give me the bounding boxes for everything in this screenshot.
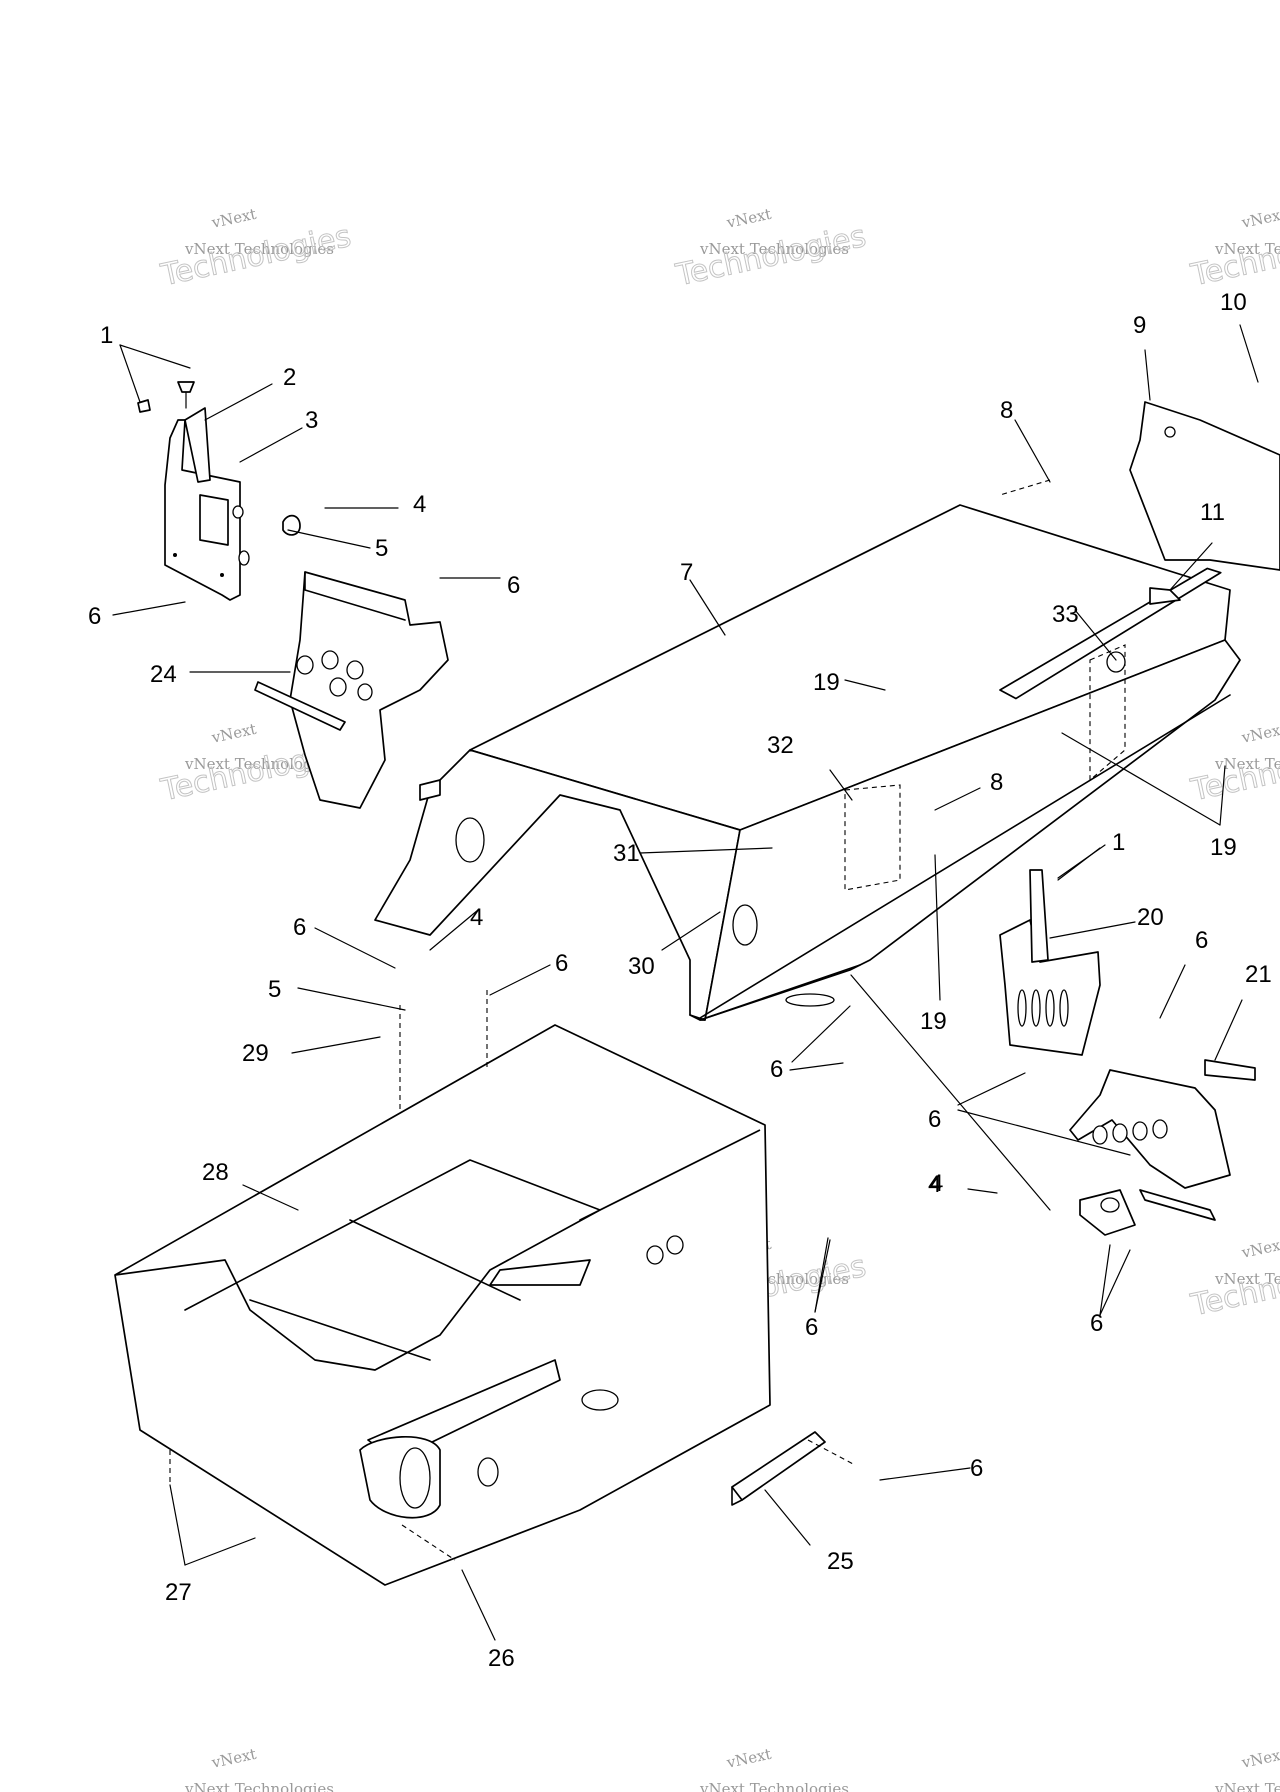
callout-20: 20 <box>1137 904 1164 931</box>
callout-6: 6 <box>1090 1310 1103 1337</box>
part-7-tunnel <box>374 504 1241 1021</box>
callout-9: 9 <box>1133 312 1146 339</box>
callout-6: 6 <box>770 1056 783 1083</box>
callout-19: 19 <box>1210 834 1237 861</box>
part-9-panel <box>1129 401 1280 605</box>
callout-6: 6 <box>88 603 101 630</box>
watermark-text: vNext <box>1239 1235 1280 1262</box>
leader-lines <box>112 324 1259 1641</box>
watermark-text: Technologies <box>1187 734 1280 809</box>
callout-8: 8 <box>1000 397 1013 424</box>
part-20-bracket <box>999 869 1101 1056</box>
callout-21: 21 <box>1245 961 1272 988</box>
callout-11: 11 <box>1200 499 1225 526</box>
callout-6: 6 <box>970 1455 983 1482</box>
callout-30: 30 <box>628 953 655 980</box>
callout-6: 6 <box>1195 927 1208 954</box>
callout-1: 1 <box>1112 829 1125 856</box>
callout-3: 3 <box>305 407 318 434</box>
callout-5: 5 <box>268 976 281 1003</box>
callout-33: 33 <box>1052 601 1079 628</box>
part-25-bar <box>731 1431 826 1506</box>
callout-24: 24 <box>150 661 177 688</box>
callout-32: 32 <box>767 732 794 759</box>
callout-4: 4 <box>928 1171 941 1198</box>
watermark-text: Technologies <box>157 219 354 294</box>
watermark-text: vNext <box>1239 720 1280 747</box>
part-21-bracket <box>1069 1059 1256 1236</box>
part-28-footrest <box>114 1024 771 1586</box>
watermark-text: vNext <box>724 205 773 232</box>
callout-8: 8 <box>990 769 1003 796</box>
upper-left-bracket <box>137 381 301 601</box>
watermark-text: Technologies <box>1187 219 1280 294</box>
watermark-text: vNext Technologies <box>1214 1270 1280 1288</box>
callout-4: 4 <box>413 491 426 518</box>
watermark-text: vNext Technologies <box>1214 1780 1280 1792</box>
watermark-text: vNext Technologies <box>184 755 334 773</box>
callout-5: 5 <box>375 535 388 562</box>
callout-25: 25 <box>827 1548 854 1575</box>
callout-26: 26 <box>488 1645 515 1672</box>
callout-19: 19 <box>813 669 840 696</box>
callout-6: 6 <box>555 950 568 977</box>
watermark-text: vNext Technologies <box>699 1780 849 1792</box>
callout-1: 1 <box>100 322 113 349</box>
callout-2: 2 <box>283 364 296 391</box>
callout-19: 19 <box>920 1008 947 1035</box>
watermark-text: vNext <box>209 720 258 747</box>
watermark-text: vNext Technologies <box>1214 755 1280 773</box>
watermark-text: Technologies <box>672 219 869 294</box>
callout-27: 27 <box>165 1579 192 1606</box>
watermark-text: Technologies <box>1187 1249 1280 1324</box>
callout-28: 28 <box>202 1159 229 1186</box>
callout-6: 6 <box>507 572 520 599</box>
watermark-text: vNext Technologies <box>184 240 334 258</box>
callout-4: 4 <box>930 1170 943 1197</box>
callout-29: 29 <box>242 1040 269 1067</box>
callout-10: 10 <box>1220 289 1247 316</box>
watermark-text: vNext <box>1239 205 1280 232</box>
watermark-text: vNext <box>1239 1745 1280 1772</box>
watermark-text: vNext <box>209 205 258 232</box>
callout-labels: 1 2 3 4 5 6 6 24 7 8 9 10 11 33 19 32 8 … <box>88 289 1272 1672</box>
part-24-bracket <box>254 571 449 809</box>
watermark-text: vNext Technologies <box>184 1780 334 1792</box>
callout-6: 6 <box>293 914 306 941</box>
callout-6: 6 <box>928 1106 941 1133</box>
callout-6: 6 <box>805 1314 818 1341</box>
callout-31: 31 <box>613 840 640 867</box>
watermark-text: vNext <box>209 1745 258 1772</box>
callout-4: 4 <box>470 904 483 931</box>
callout-7: 7 <box>680 559 693 586</box>
watermark-text: vNext Technologies <box>1214 240 1280 258</box>
watermark-text: vNext <box>724 1745 773 1772</box>
watermark-text: vNext Technologies <box>699 240 849 258</box>
